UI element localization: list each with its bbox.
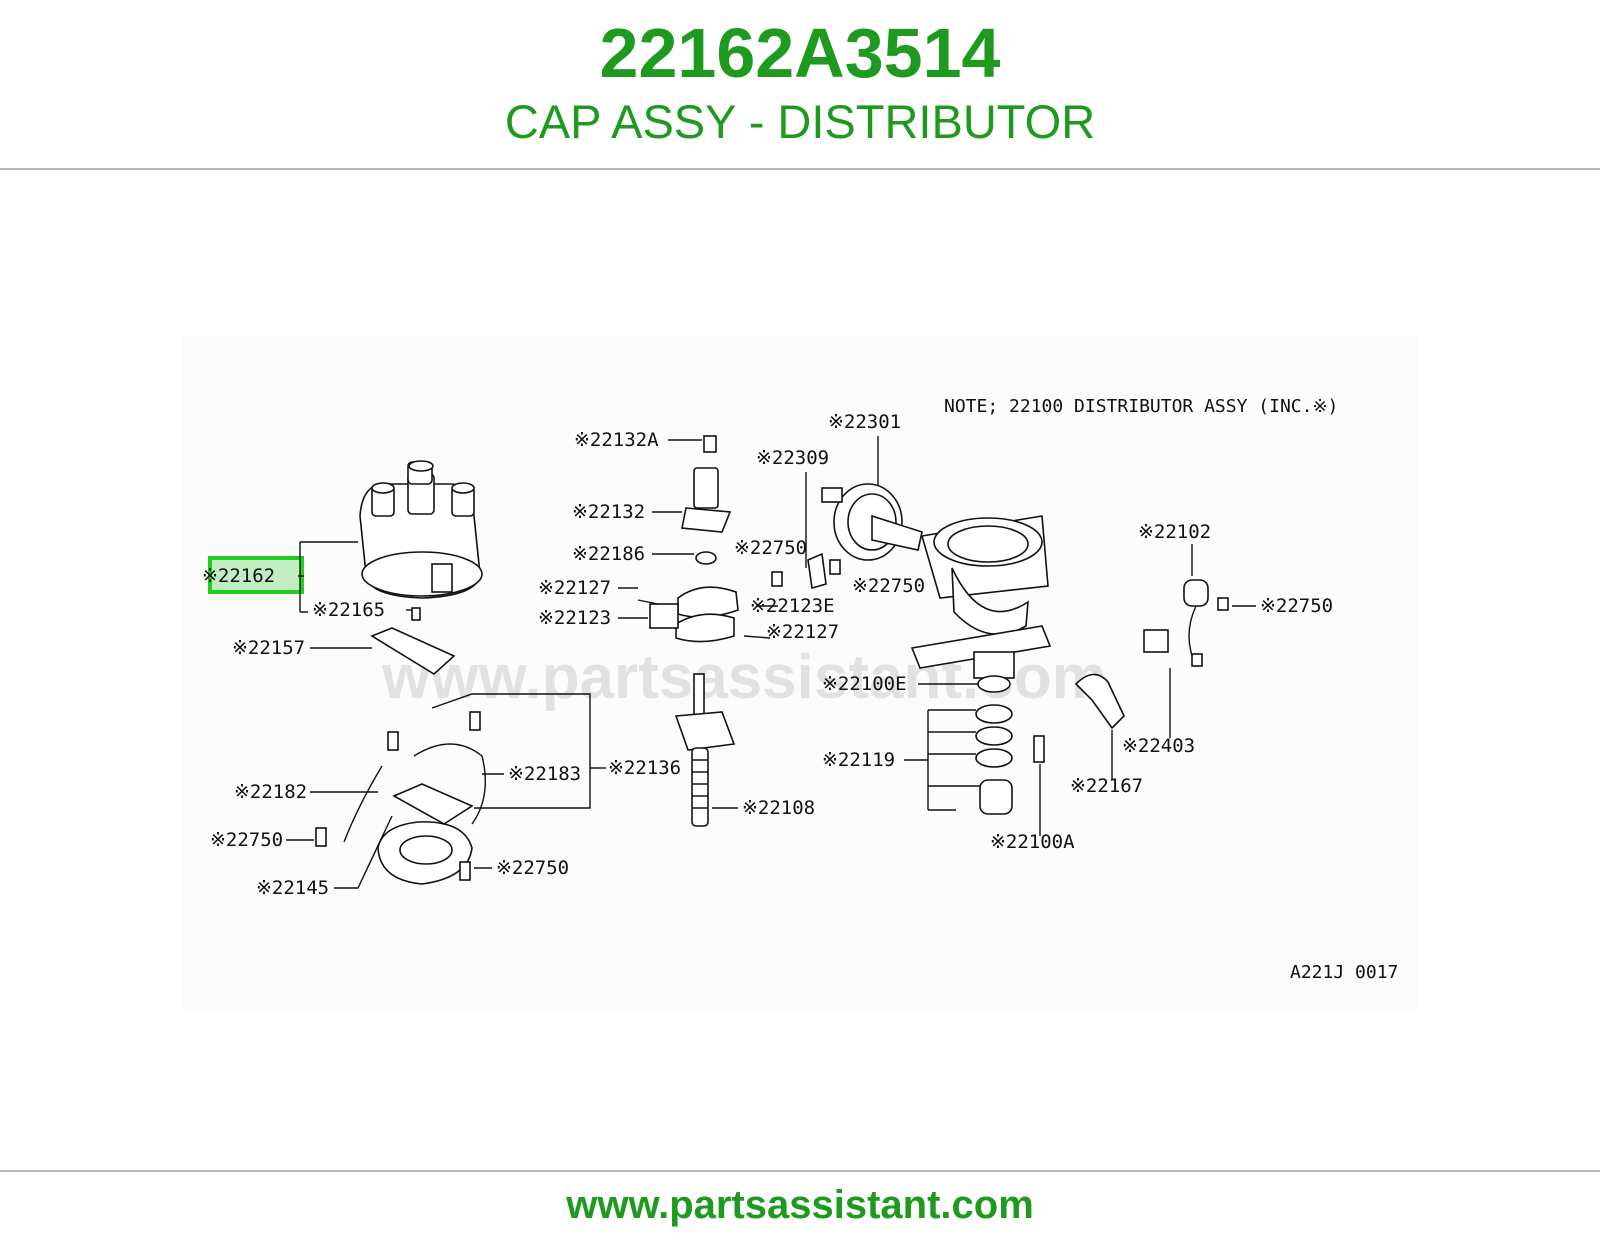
callout-22165: ※22165 bbox=[312, 599, 385, 621]
callout-22403: ※22403 bbox=[1122, 735, 1195, 757]
callout-22102: ※22102 bbox=[1138, 521, 1211, 543]
callout-22183: ※22183 bbox=[508, 763, 581, 785]
callout-22157: ※22157 bbox=[232, 637, 305, 659]
exploded-parts-diagram: www.partsassistant.com NOTE; 22100 DISTR… bbox=[182, 336, 1418, 1012]
callout-22162: ※22162 bbox=[202, 565, 275, 587]
washer-drawing bbox=[977, 675, 1011, 693]
callout-22167: ※22167 bbox=[1070, 775, 1143, 797]
vacuum-controller-drawing bbox=[807, 483, 923, 590]
callout-22100A: ※22100A bbox=[990, 831, 1075, 853]
header-divider bbox=[0, 168, 1600, 170]
callout-22100E: ※22100E bbox=[822, 673, 907, 695]
callout-22127-b: ※22127 bbox=[766, 621, 839, 643]
callout-22750-d: ※22750 bbox=[852, 575, 925, 597]
callout-22108: ※22108 bbox=[742, 797, 815, 819]
callout-22123E: ※22123E bbox=[750, 595, 835, 617]
highlighted-part-box bbox=[208, 556, 304, 594]
callout-22750-a: ※22750 bbox=[210, 829, 283, 851]
distributor-housing-drawing bbox=[910, 515, 1052, 679]
callout-22186: ※22186 bbox=[572, 543, 645, 565]
callout-22750-c: ※22750 bbox=[734, 537, 807, 559]
small-spring-drawing bbox=[411, 607, 421, 621]
callout-22182: ※22182 bbox=[234, 781, 307, 803]
diagram-reference-code: A221J 0017 bbox=[1290, 962, 1398, 983]
bolt-drawing bbox=[1033, 735, 1045, 763]
callout-22301: ※22301 bbox=[828, 411, 901, 433]
governor-shaft-drawing bbox=[637, 435, 771, 827]
callout-22127-a: ※22127 bbox=[538, 577, 611, 599]
callout-22136: ※22136 bbox=[608, 757, 681, 779]
callout-22750-e: ※22750 bbox=[1260, 595, 1333, 617]
diagram-note: NOTE; 22100 DISTRIBUTOR ASSY (INC.※) bbox=[944, 396, 1338, 417]
part-number-title: 22162A3514 bbox=[599, 14, 1001, 92]
collar-drawing bbox=[979, 779, 1013, 815]
callout-22750-b: ※22750 bbox=[496, 857, 569, 879]
diagram-canvas: www.partsassistant.com NOTE; 22100 DISTR… bbox=[202, 396, 1398, 983]
distributor-cap-drawing bbox=[359, 460, 483, 599]
callout-22123: ※22123 bbox=[538, 607, 611, 629]
part-name-subtitle: CAP ASSY - DISTRIBUTOR bbox=[504, 95, 1096, 148]
footer-divider bbox=[0, 1170, 1600, 1172]
callout-22119: ※22119 bbox=[822, 749, 895, 771]
washer-drawing-3 bbox=[975, 726, 1013, 746]
callout-22132A: ※22132A bbox=[574, 429, 659, 451]
washer-drawing-4 bbox=[975, 748, 1013, 768]
callout-22132: ※22132 bbox=[572, 501, 645, 523]
footer-website-link[interactable]: www.partsassistant.com bbox=[566, 1183, 1034, 1227]
clamp-drawing bbox=[1074, 673, 1125, 730]
condenser-drawing bbox=[1143, 579, 1229, 667]
callout-22145: ※22145 bbox=[256, 877, 329, 899]
washer-drawing-2 bbox=[975, 704, 1013, 724]
rotor-arm-drawing bbox=[370, 627, 456, 675]
breaker-plate-drawing bbox=[315, 711, 487, 885]
callout-22309: ※22309 bbox=[756, 447, 829, 469]
